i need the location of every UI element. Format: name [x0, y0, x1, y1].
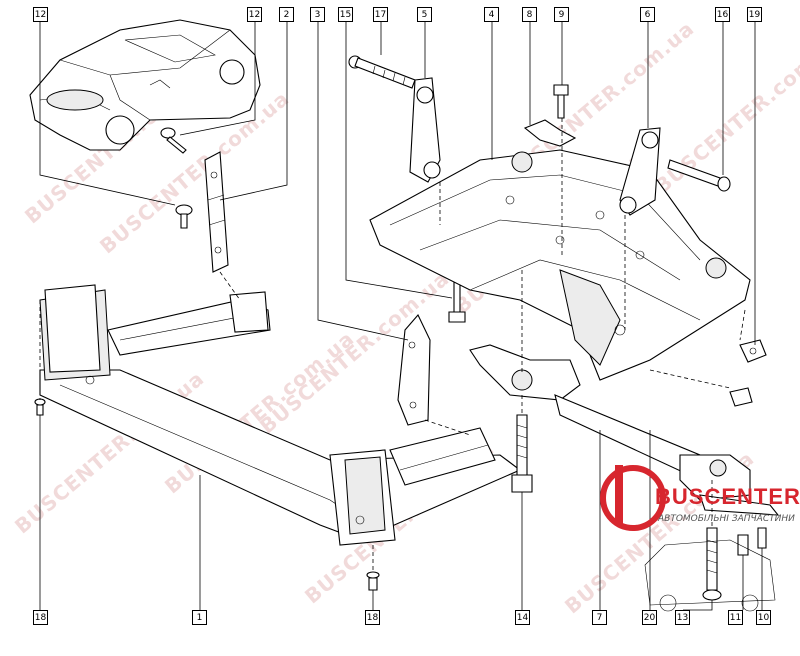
bolt-13	[702, 527, 722, 601]
bolt-18-right	[366, 571, 380, 591]
callout-15: 15	[338, 7, 353, 22]
bolt-16	[667, 159, 731, 192]
bolt-12	[160, 127, 187, 154]
bracket-3	[397, 314, 431, 426]
callout-11: 11	[728, 610, 743, 625]
clamp-8	[523, 119, 577, 147]
bolt-14	[511, 414, 533, 493]
stabilizer-link-5	[409, 77, 441, 183]
car-thumbnail	[29, 19, 261, 151]
callout-13: 13	[675, 610, 690, 625]
callout-2: 2	[279, 7, 294, 22]
callout-12: 12	[33, 7, 48, 22]
bolt-18-left	[34, 398, 46, 416]
buscenter-logo-mark	[600, 465, 666, 531]
callout-1: 1	[192, 610, 207, 625]
callout-20: 20	[642, 610, 657, 625]
callout-19: 19	[747, 7, 762, 22]
mounting-bracket-2	[204, 151, 229, 273]
callout-14: 14	[515, 610, 530, 625]
callout-18: 18	[33, 610, 48, 625]
logo-brand: BUSCENTER	[655, 484, 800, 509]
leader-lines	[39, 22, 763, 611]
callout-10: 10	[756, 610, 771, 625]
front-crossmember-1	[39, 284, 522, 546]
callout-9: 9	[554, 7, 569, 22]
callout-8: 8	[522, 7, 537, 22]
callout-17: 17	[373, 7, 388, 22]
assembly-dash-lines	[39, 118, 746, 572]
callout-5: 5	[417, 7, 432, 22]
lower-arm-7	[469, 344, 780, 516]
bolt-10	[757, 527, 767, 549]
callout-18: 18	[365, 610, 380, 625]
bushing-19	[739, 339, 767, 363]
bolt-11	[737, 534, 749, 556]
bushing-20	[729, 387, 753, 407]
callout-6: 6	[640, 7, 655, 22]
subframe-4	[369, 149, 751, 381]
callout-12: 12	[247, 7, 262, 22]
bolt-9	[553, 84, 569, 119]
callout-3: 3	[310, 7, 325, 22]
callout-7: 7	[592, 610, 607, 625]
bolt-17	[348, 55, 416, 89]
bolt-12-lower	[175, 204, 193, 229]
van-thumbnail	[644, 539, 776, 612]
callout-4: 4	[484, 7, 499, 22]
callout-16: 16	[715, 7, 730, 22]
stabilizer-link-6	[619, 127, 661, 216]
logo-tagline: АВТОМОБІЛЬНІ ЗАПЧАСТИНИ	[658, 514, 795, 524]
